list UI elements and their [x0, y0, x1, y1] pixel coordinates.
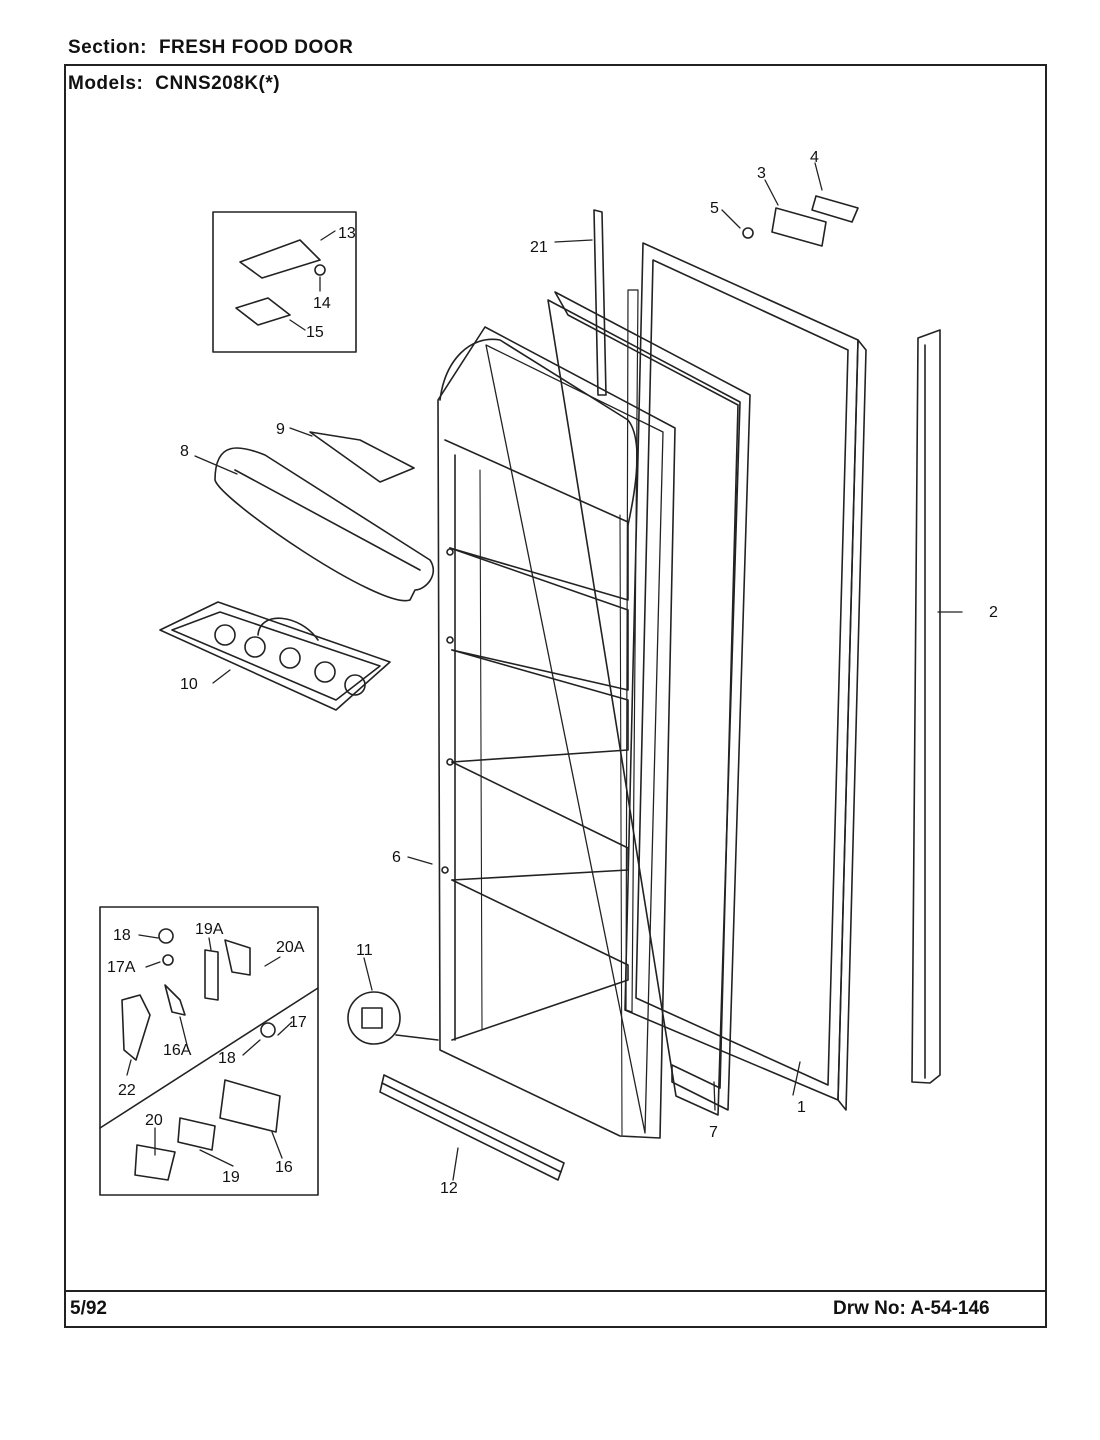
dairy-door — [214, 447, 435, 602]
callout-20: 20 — [145, 1112, 163, 1129]
callout-5: 5 — [710, 200, 719, 217]
callout-2: 2 — [989, 604, 998, 621]
drawing-number-value: A-54-146 — [910, 1298, 990, 1319]
callout-14: 14 — [313, 295, 331, 312]
callout-leaders — [126, 162, 963, 1181]
callout-8: 8 — [180, 443, 189, 460]
callout-labels: 1 2 3 4 5 6 7 8 9 10 11 12 13 14 15 16 1… — [107, 149, 998, 1197]
callout-1: 1 — [797, 1099, 806, 1116]
outer-door-panel — [624, 242, 867, 1111]
dairy-tray — [309, 431, 415, 483]
callout-12: 12 — [440, 1180, 458, 1197]
models-value: CNNS208K(*) — [155, 73, 281, 94]
callout-10: 10 — [180, 676, 198, 693]
callout-21: 21 — [530, 239, 548, 256]
callout-17a: 17A — [107, 959, 136, 976]
callout-16: 16 — [275, 1159, 293, 1176]
drawing-frame — [64, 64, 1047, 1328]
callout-9: 9 — [276, 421, 285, 438]
callout-11: 11 — [356, 942, 373, 959]
callout-18a: 18 — [113, 927, 131, 944]
bottom-trim — [379, 1074, 565, 1181]
drawing-number: Drw No: A-54-146 — [833, 1298, 990, 1320]
callout-6: 6 — [392, 849, 401, 866]
handle-bracket — [742, 195, 859, 247]
breaker-strip — [593, 209, 607, 396]
callout-19: 19 — [222, 1169, 240, 1186]
callout-7: 7 — [709, 1124, 718, 1141]
section-value: FRESH FOOD DOOR — [158, 37, 354, 58]
drawing-date: 5/92 — [70, 1298, 107, 1319]
door-gasket — [547, 291, 751, 1116]
callout-4: 4 — [810, 149, 819, 166]
models-label: Models: — [68, 73, 144, 94]
callout-13: 13 — [338, 225, 356, 242]
top-hinge-inset — [212, 211, 357, 353]
footer-rule — [64, 1290, 1047, 1292]
models-heading: Models: CNNS208K(*) — [68, 73, 280, 95]
callout-16a: 16A — [163, 1042, 192, 1059]
callout-22: 22 — [118, 1082, 136, 1099]
hinge-cover — [347, 991, 439, 1045]
callout-3: 3 — [757, 165, 766, 182]
callout-15: 15 — [306, 324, 324, 341]
egg-tray — [159, 601, 391, 711]
callout-19a: 19A — [195, 921, 224, 938]
drawing-number-label: Drw No: — [833, 1298, 906, 1319]
callout-20a: 20A — [276, 939, 305, 956]
section-heading: Section: FRESH FOOD DOOR — [68, 37, 353, 59]
bottom-hinge-inset — [99, 906, 319, 1196]
section-label: Section: — [68, 37, 147, 58]
inner-door-liner — [437, 326, 676, 1139]
side-trim — [911, 329, 941, 1084]
callout-17: 17 — [289, 1014, 307, 1031]
callout-18b: 18 — [218, 1050, 236, 1067]
